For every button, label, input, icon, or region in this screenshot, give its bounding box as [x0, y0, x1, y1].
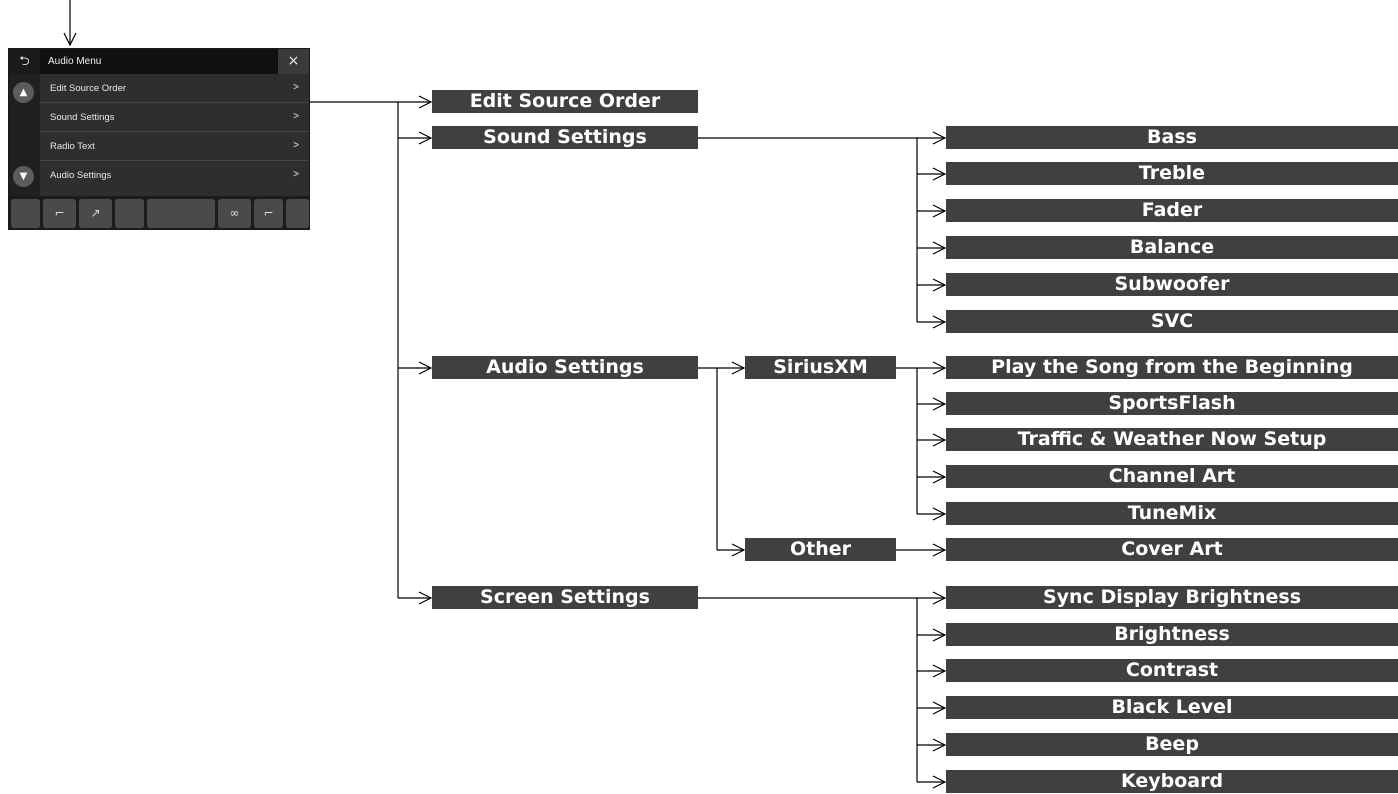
audio-branch-line [698, 368, 717, 550]
node-other: Other [745, 538, 896, 561]
screen-branch-line [698, 598, 917, 782]
node-treble: Treble [946, 162, 1398, 185]
node-balance: Balance [946, 236, 1398, 259]
node-play-song-from-beginning: Play the Song from the Beginning [946, 356, 1398, 379]
node-screen-settings: Screen Settings [432, 586, 698, 609]
node-sync-display-brightness: Sync Display Brightness [946, 586, 1398, 609]
node-sound-settings: Sound Settings [432, 126, 698, 149]
siriusxm-branch-line [896, 368, 917, 514]
node-audio-settings: Audio Settings [432, 356, 698, 379]
node-svc: SVC [946, 310, 1398, 333]
node-siriusxm: SiriusXM [745, 356, 896, 379]
node-brightness: Brightness [946, 623, 1398, 646]
node-black-level: Black Level [946, 696, 1398, 719]
node-subwoofer: Subwoofer [946, 273, 1398, 296]
node-keyboard: Keyboard [946, 770, 1398, 793]
node-fader: Fader [946, 199, 1398, 222]
node-tunemix: TuneMix [946, 502, 1398, 525]
node-sportsflash: SportsFlash [946, 392, 1398, 415]
node-contrast: Contrast [946, 659, 1398, 682]
node-cover-art: Cover Art [946, 538, 1398, 561]
node-channel-art: Channel Art [946, 465, 1398, 488]
node-edit-source-order: Edit Source Order [432, 90, 698, 113]
main-trunk-line [310, 102, 398, 598]
sound-branch-line [698, 138, 917, 322]
node-bass: Bass [946, 126, 1398, 149]
node-beep: Beep [946, 733, 1398, 756]
node-traffic-weather-now-setup: Traffic & Weather Now Setup [946, 428, 1398, 451]
